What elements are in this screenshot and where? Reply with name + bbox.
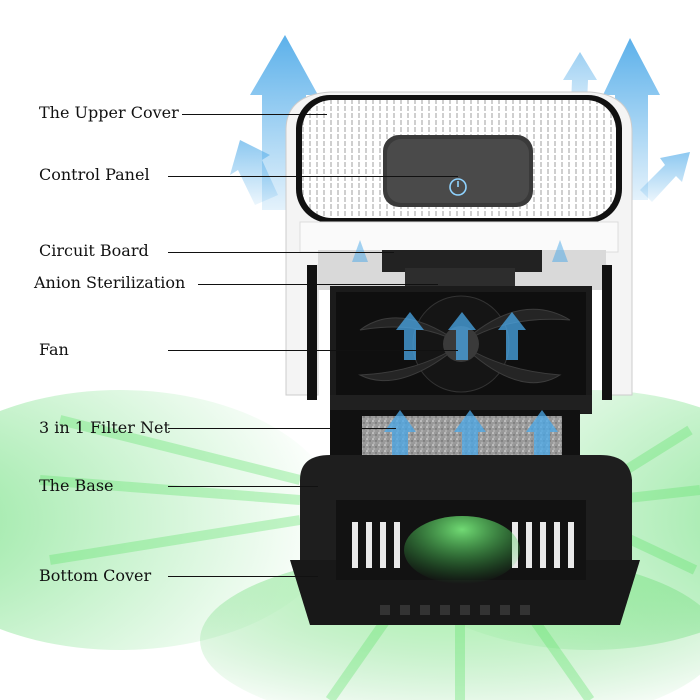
cover-leg-right	[602, 265, 612, 400]
circuit-board-part	[352, 240, 568, 286]
leader-fan	[168, 350, 458, 351]
label-base: The Base	[39, 476, 114, 495]
cover-leg-left	[307, 265, 317, 400]
label-control-panel: Control Panel	[39, 165, 150, 184]
leader-circuit-board	[168, 252, 394, 253]
base-part	[290, 455, 640, 625]
label-fan: Fan	[39, 340, 69, 359]
label-filter-net: 3 in 1 Filter Net	[39, 418, 170, 437]
label-upper-cover: The Upper Cover	[39, 103, 179, 122]
leader-anion-sterilization	[198, 284, 438, 285]
leader-bottom-cover	[168, 576, 318, 577]
label-anion-sterilization: Anion Sterilization	[34, 273, 186, 292]
leader-base	[168, 486, 318, 487]
leader-upper-cover	[182, 114, 327, 115]
leader-filter-net	[168, 428, 396, 429]
control-panel-part	[383, 135, 533, 207]
label-circuit-board: Circuit Board	[39, 241, 149, 260]
leader-control-panel	[168, 176, 458, 177]
label-bottom-cover: Bottom Cover	[39, 566, 152, 585]
